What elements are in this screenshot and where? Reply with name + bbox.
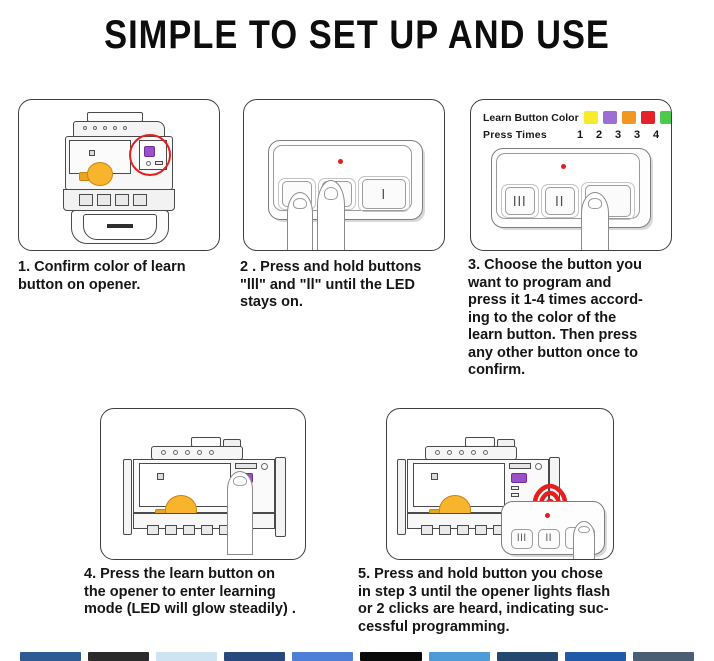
thumbnail-item[interactable] [360,652,422,661]
legend-swatches [579,111,671,124]
legend-color-row: Learn Button Color [483,109,671,126]
thumbnail-item[interactable] [496,652,558,661]
fingernail [293,197,307,209]
thumbnail-item[interactable] [292,652,354,661]
press-count-red: 3 [633,128,641,141]
finger-pressing-three-bar [287,192,313,250]
fingernail [587,197,603,209]
legend-press-label: Press Times [483,128,547,141]
swatch-yellow [583,111,598,124]
hand-pressing-learn-button [227,471,253,555]
caption-step-3: 3. Choose the button you want to program… [468,257,643,378]
thumbnail-item[interactable] [88,652,150,661]
remote-button-two-bar[interactable]: ll [545,187,575,215]
thumbnail-filmstrip[interactable] [0,647,714,661]
press-count-orange: 3 [614,128,622,141]
remote-led-indicator [561,164,566,169]
illustration-opener-front [19,100,219,250]
panel-step-4-press-learn-button [100,408,306,560]
remote-led-indicator [338,159,343,164]
remote-button-three-bar[interactable]: lll [511,529,533,549]
fingernail [323,186,339,200]
panel-step-3-choose-button: Learn Button Color Press Times 1 2 3 3 4 [470,99,672,251]
finger-pressing-large-button [581,192,609,250]
press-count-purple: 2 [595,128,603,141]
page-title: SIMPLE TO SET UP AND USE [104,13,610,57]
swatch-red [640,111,655,124]
remote-led-indicator [545,513,550,518]
press-count-green: 4 [652,128,660,141]
swatch-orange [621,111,636,124]
caption-step-4: 4. Press the learn button on the opener … [84,566,296,617]
remote-button-three-bar[interactable]: lll [505,187,535,215]
caption-step-1: 1. Confirm color of learn button on open… [18,259,186,293]
thumbnail-item[interactable] [224,652,286,661]
thumbnail-item[interactable] [428,652,490,661]
legend-press-counts: 1 2 3 3 4 [568,129,663,141]
remote-button-one-bar[interactable]: l [362,179,406,209]
thumbnail-item[interactable] [564,652,626,661]
thumbnail-item[interactable] [156,652,218,661]
remote-button-two-bar[interactable]: ll [538,529,560,549]
panel-step-2-remote-hold-buttons: l [243,99,445,251]
press-count-yellow: 1 [576,128,584,141]
highlight-circle-learn-button [129,134,171,176]
illustration-remote-two-fingers: l [244,100,444,250]
swatch-green [659,111,671,124]
legend-color-label: Learn Button Color [483,111,579,124]
panel-step-5-confirm-programming: lll ll [386,408,614,560]
learn-button-color-legend: Learn Button Color Press Times 1 2 3 3 4 [483,109,671,143]
caption-step-5: 5. Press and hold button you chose in st… [358,566,611,635]
fingernail [578,525,590,534]
learn-button-purple [511,473,527,483]
illustration-opener-remote-signal: lll ll [387,409,613,559]
legend-press-row: Press Times 1 2 3 3 4 [483,126,663,143]
caption-step-2: 2 . Press and hold buttons "lll" and "ll… [240,259,422,310]
thumbnail-item[interactable] [20,652,82,661]
swatch-purple [602,111,617,124]
thumbnail-item[interactable] [632,652,694,661]
fingernail [233,476,247,486]
finger-pressing-large-button [573,521,595,559]
illustration-opener-hand-press [101,409,305,559]
finger-pressing-two-bar [317,180,345,250]
panel-step-1-opener-learn-button [18,99,220,251]
illustration-remote-with-legend: Learn Button Color Press Times 1 2 3 3 4 [471,100,671,250]
light-bulb [87,162,113,186]
